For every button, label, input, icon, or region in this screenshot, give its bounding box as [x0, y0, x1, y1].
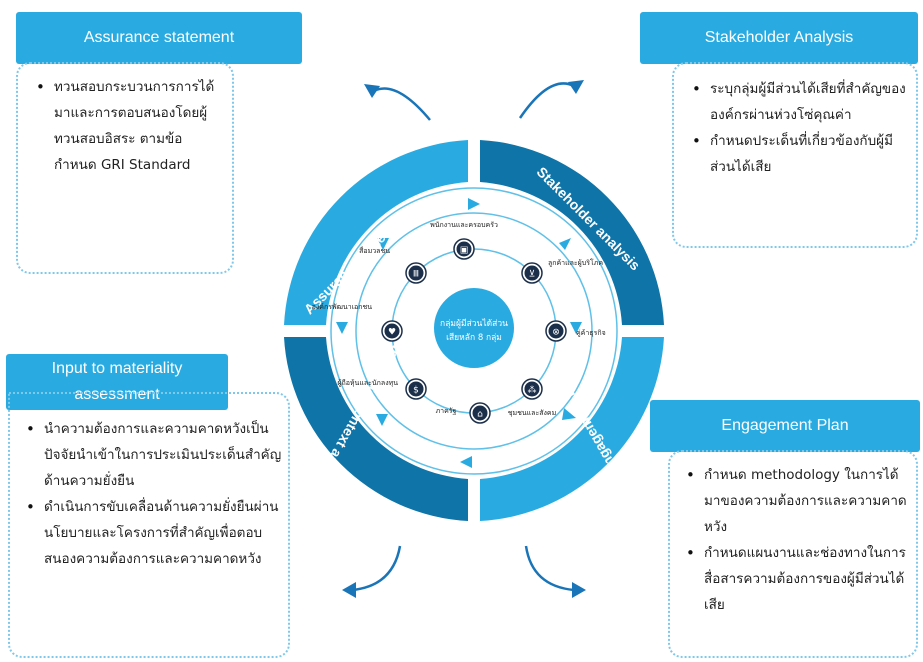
- assurance-box: ทวนสอบกระบวนการการได้มาและการตอบสนองโดยผ…: [16, 62, 234, 274]
- dollar-icon: [408, 381, 424, 397]
- center-label-line2: เสียหลัก 8 กลุ่ม: [446, 332, 502, 343]
- assurance-bullet: ทวนสอบกระบวนการการได้มาและการตอบสนองโดยผ…: [36, 74, 224, 178]
- handshake-icon: [548, 323, 564, 339]
- engagement-box: กำหนด methodology ในการได้มาของความต้องก…: [668, 450, 918, 658]
- broadcast-tower-icon-glyph: Ⅲ: [413, 270, 419, 280]
- center-circle: [434, 288, 514, 368]
- materiality-header: Input to materiality assessment: [6, 354, 228, 410]
- materiality-bullet: ดำเนินการขับเคลื่อนด้านความยั่งยืนผ่านนโ…: [26, 494, 282, 572]
- group-label: ลูกค้าและผู้บริโภค: [548, 258, 603, 267]
- shopping-cart-icon-glyph: ⊻: [529, 270, 536, 280]
- ring-segment-engagement: [480, 337, 664, 521]
- engagement-bullet: กำหนด methodology ในการได้มาของความต้องก…: [686, 462, 908, 540]
- ring-segment-assurance: [284, 140, 468, 325]
- community-icon: [524, 381, 540, 397]
- shopping-cart-icon: [524, 265, 540, 281]
- group-label: ผู้ถือหุ้นและนักลงทุน: [337, 379, 398, 387]
- government-icon: [472, 405, 488, 421]
- group-label: คู่ค้าธุรกิจ: [576, 329, 606, 337]
- briefcase-icon-glyph: ▣: [460, 246, 469, 256]
- curved-arrow-top-left-icon: [364, 84, 431, 121]
- stakeholder-header: Stakeholder Analysis: [640, 12, 918, 64]
- heart-icon-glyph: ♥: [388, 328, 396, 338]
- center-label-line1: กลุ่มผู้มีส่วนได้ส่วน: [440, 318, 508, 329]
- assurance-header: Assurance statement: [16, 12, 302, 64]
- heart-icon: [384, 323, 400, 339]
- handshake-icon-glyph: ⊗: [552, 328, 560, 338]
- community-icon-glyph: ⁂: [527, 384, 536, 395]
- inner-ring-middle: [355, 212, 593, 450]
- group-label: ชุมชนและสังคม: [508, 409, 556, 417]
- engagement-header: Engagement Plan: [650, 400, 920, 452]
- government-icon-glyph: ⌂: [477, 410, 483, 420]
- group-label: องค์กรพัฒนาเอกชน: [312, 303, 373, 311]
- engagement-title: Engagement Plan: [721, 417, 849, 434]
- materiality-box: นำความต้องการและความคาดหวังเป็นปัจจัยนำเ…: [8, 392, 290, 658]
- stakeholder-title: Stakeholder Analysis: [704, 29, 854, 46]
- ring-segment-integrate: [284, 337, 468, 521]
- group-label: พนักงานและครอบครัว: [430, 221, 498, 229]
- briefcase-icon: [456, 241, 472, 257]
- dollar-icon-glyph: $: [413, 385, 419, 395]
- ring-segment-stakeholder: [480, 140, 664, 325]
- materiality-title: Input to materiality assessment: [51, 360, 183, 403]
- assurance-title: Assurance statement: [83, 29, 235, 46]
- stakeholder-box: ระบุกลุ่มผู้มีส่วนได้เสียที่สำคัญขององค์…: [672, 62, 918, 248]
- segment-label-stakeholder: Stakeholder analysis: [534, 164, 644, 274]
- curved-arrow-top-right-icon: [518, 80, 584, 119]
- engagement-bullet: กำหนดแผนงานและช่องทางในการสื่อสารความต้อ…: [686, 540, 908, 618]
- curved-arrow-bottom-right-icon: [524, 545, 586, 598]
- materiality-bullet: นำความต้องการและความคาดหวังเป็นปัจจัยนำเ…: [26, 416, 282, 494]
- stakeholder-bullet: ระบุกลุ่มผู้มีส่วนได้เสียที่สำคัญขององค์…: [692, 76, 908, 128]
- broadcast-tower-icon: [408, 265, 424, 281]
- ring-markers: [336, 198, 582, 468]
- group-label: ภาครัฐ: [436, 407, 457, 415]
- curved-arrow-bottom-left-icon: [342, 545, 402, 598]
- group-label: สื่อมวลชน: [359, 246, 390, 255]
- stakeholder-bullet: กำหนดประเด็นที่เกี่ยวข้องกับผู้มีส่วนได้…: [692, 128, 908, 180]
- inner-ring-outer: [330, 187, 618, 475]
